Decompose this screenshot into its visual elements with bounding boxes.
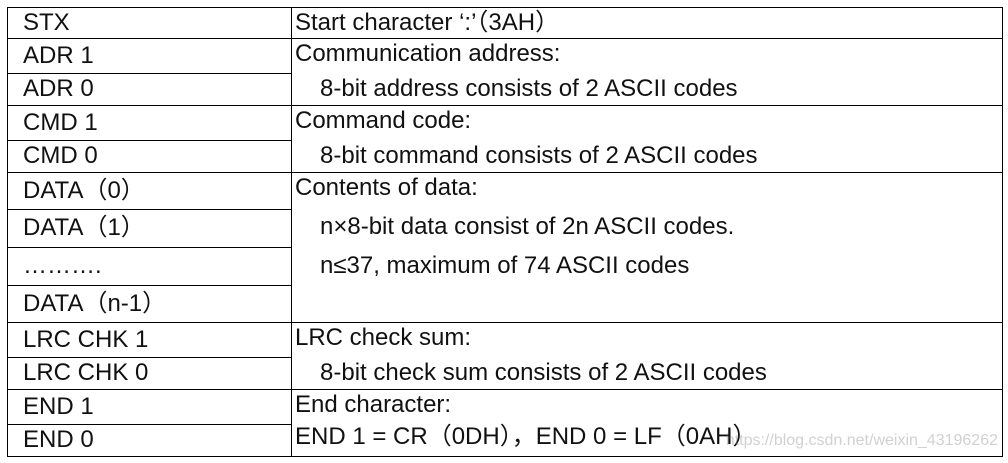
description-detail-command: 8-bit command consists of 2 ASCII codes (320, 142, 758, 170)
field-cell-data0: DATA（0） (7, 172, 292, 210)
field-cell-cmd0: CMD 0 (7, 140, 292, 173)
table-row-adr0: ADR 0 (7, 73, 1003, 106)
table-row-stx: STX Start character ‘:’（3AH） (7, 7, 1003, 39)
ascii-frame-format-table: STX Start character ‘:’（3AH） ADR 1 Commu… (7, 7, 1003, 457)
table-row-data1: DATA（1） (7, 209, 1003, 248)
description-title-command: Command code: (295, 107, 472, 134)
description-cell-stx: Start character ‘:’（3AH） (291, 7, 1003, 39)
field-cell-datan: DATA（n-1） (7, 285, 292, 323)
description-detail-end: END 1 = CR（0DH），END 0 = LF（0AH） (295, 423, 757, 451)
table-row-cmd0: CMD 0 (7, 140, 1003, 173)
description-title-address: Communication address: (295, 40, 561, 67)
description-cell-command: Command code: 8-bit command consists of … (291, 105, 1003, 173)
description-detail-data-count: n×8-bit data consist of 2n ASCII codes. (320, 213, 735, 241)
description-detail-lrc: 8-bit check sum consists of 2 ASCII code… (320, 359, 767, 387)
ascii-frame-format-table-container: STX Start character ‘:’（3AH） ADR 1 Commu… (7, 7, 1003, 457)
table-row-end1: END 1 End character: END 1 = CR（0DH），END… (7, 389, 1003, 457)
description-cell-address: Communication address: 8-bit address con… (291, 38, 1003, 106)
field-cell-lrc0: LRC CHK 0 (7, 357, 292, 390)
description-detail-data-limit: n≤37, maximum of 74 ASCII codes (320, 251, 690, 279)
table-row-cmd1: CMD 1 Command code: 8-bit command consis… (7, 105, 1003, 173)
field-cell-lrc1: LRC CHK 1 (7, 322, 292, 358)
field-cell-stx: STX (7, 7, 292, 39)
description-title-data: Contents of data: (295, 174, 478, 201)
watermark-text: https://blog.csdn.net/weixin_43196262 (725, 432, 998, 449)
description-title-lrc: LRC check sum: (295, 324, 472, 351)
table-row-adr1: ADR 1 Communication address: 8-bit addre… (7, 38, 1003, 106)
field-cell-cmd1: CMD 1 (7, 105, 292, 141)
field-cell-end0: END 0 (7, 424, 292, 457)
field-cell-adr1: ADR 1 (7, 38, 292, 74)
field-cell-end1: END 1 (7, 389, 292, 425)
description-cell-end: End character: END 1 = CR（0DH），END 0 = L… (291, 389, 1003, 457)
description-cell-lrc: LRC check sum: 8-bit check sum consists … (291, 322, 1003, 390)
description-detail-address: 8-bit address consists of 2 ASCII codes (320, 75, 738, 103)
field-cell-data1: DATA（1） (7, 209, 292, 248)
field-cell-adr0: ADR 0 (7, 73, 292, 106)
description-title-end: End character: (295, 391, 452, 418)
field-cell-ellipsis: ………. (7, 247, 292, 286)
description-cell-data: Contents of data: n×8-bit data consist o… (291, 172, 1003, 323)
table-row-lrc0: LRC CHK 0 (7, 357, 1003, 390)
table-row-lrc1: LRC CHK 1 LRC check sum: 8-bit check sum… (7, 322, 1003, 390)
table-row-data0: DATA（0） Contents of data: n×8-bit data c… (7, 172, 1003, 323)
table-row-end0: END 0 (7, 424, 1003, 457)
